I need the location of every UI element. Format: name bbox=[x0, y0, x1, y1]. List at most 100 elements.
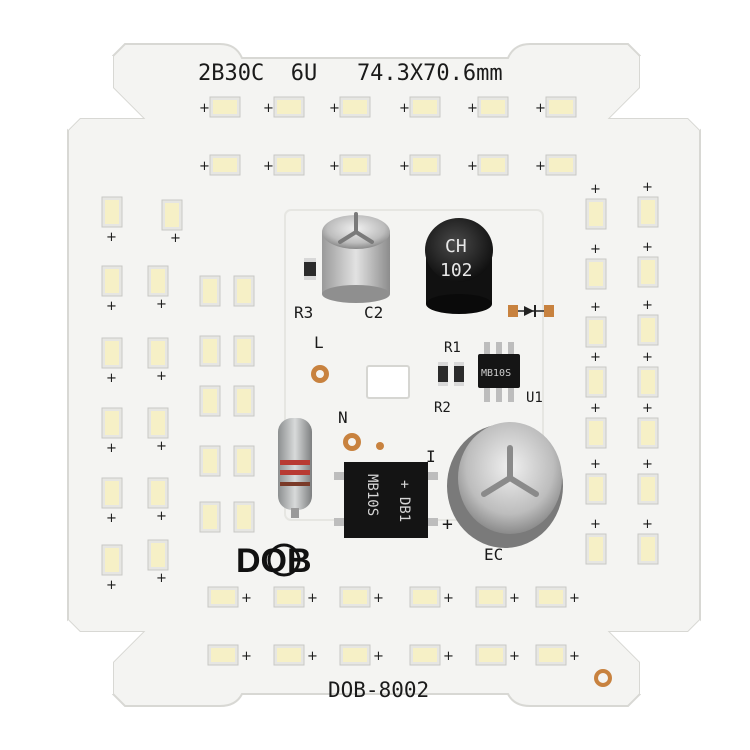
led-chip: + bbox=[339, 586, 384, 608]
led-polarity-mark: + bbox=[399, 159, 410, 174]
r3-resistor bbox=[304, 258, 316, 280]
led-chip: + bbox=[329, 96, 371, 118]
u1-chip-text: MB10S bbox=[481, 368, 511, 379]
led-chip: + bbox=[399, 96, 441, 118]
led-polarity-mark: + bbox=[590, 517, 601, 532]
c2-label: C2 bbox=[364, 303, 383, 322]
led-polarity-mark: + bbox=[263, 159, 274, 174]
led-polarity-mark: + bbox=[590, 242, 601, 257]
led-polarity-mark: + bbox=[509, 649, 520, 664]
choke-inductor: CH 102 bbox=[425, 218, 493, 314]
led-polarity-mark: + bbox=[307, 649, 318, 664]
led-polarity-mark: + bbox=[156, 571, 167, 586]
choke-line1: CH bbox=[445, 236, 467, 257]
led-polarity-mark: + bbox=[241, 649, 252, 664]
led-polarity-mark: + bbox=[373, 591, 384, 606]
led-chip: + bbox=[475, 644, 520, 666]
led-chip: + bbox=[467, 154, 509, 176]
led-polarity-mark: + bbox=[569, 591, 580, 606]
notch-bottom-right bbox=[610, 620, 700, 694]
led-chip: + bbox=[637, 180, 659, 228]
led-polarity-mark: + bbox=[535, 101, 546, 116]
led-chip: + bbox=[339, 644, 384, 666]
led-chip: + bbox=[147, 477, 169, 524]
led-chip: + bbox=[535, 96, 577, 118]
led-chip bbox=[199, 501, 221, 533]
led-chip: + bbox=[535, 586, 580, 608]
led-chip: + bbox=[409, 644, 454, 666]
r2-label: R2 bbox=[434, 400, 451, 416]
led-chip bbox=[233, 335, 255, 367]
board-cutout bbox=[366, 365, 410, 399]
led-chip: + bbox=[273, 586, 318, 608]
led-chip: + bbox=[637, 457, 659, 505]
fuse-resistor bbox=[278, 418, 312, 518]
led-chip: + bbox=[101, 337, 123, 386]
led-polarity-mark: + bbox=[642, 350, 653, 365]
led-chip: + bbox=[263, 154, 305, 176]
led-polarity-mark: + bbox=[156, 297, 167, 312]
led-polarity-mark: + bbox=[106, 511, 117, 526]
led-polarity-mark: + bbox=[467, 159, 478, 174]
led-chip: + bbox=[101, 544, 123, 593]
led-chip: + bbox=[263, 96, 305, 118]
led-chip: + bbox=[585, 401, 607, 449]
led-polarity-mark: + bbox=[443, 649, 454, 664]
led-chip bbox=[199, 385, 221, 417]
led-chip: + bbox=[207, 586, 252, 608]
led-chip bbox=[199, 275, 221, 307]
led-polarity-mark: + bbox=[443, 591, 454, 606]
led-chip: + bbox=[207, 644, 252, 666]
led-polarity-mark: + bbox=[241, 591, 252, 606]
notch-bottom-left bbox=[68, 620, 143, 694]
dob-logo: DOB bbox=[236, 542, 312, 580]
led-chip: + bbox=[199, 154, 241, 176]
db1-plus: + bbox=[442, 514, 453, 535]
led-polarity-mark: + bbox=[329, 101, 340, 116]
led-polarity-mark: + bbox=[642, 517, 653, 532]
led-polarity-mark: + bbox=[590, 457, 601, 472]
led-chip: + bbox=[147, 539, 169, 586]
l-label: L bbox=[314, 333, 324, 352]
n-via bbox=[376, 442, 384, 450]
led-chip bbox=[233, 385, 255, 417]
led-polarity-mark: + bbox=[329, 159, 340, 174]
led-polarity-mark: + bbox=[590, 300, 601, 315]
r3-label: R3 bbox=[294, 303, 313, 322]
led-array: + + + + + + + + + + + + + + + + + + + + + + + + + + + + + + + + + + + + + + + +… bbox=[101, 96, 659, 666]
led-chip: + bbox=[585, 457, 607, 505]
led-chip: + bbox=[637, 298, 659, 346]
led-polarity-mark: + bbox=[263, 101, 274, 116]
led-polarity-mark: + bbox=[106, 230, 117, 245]
led-polarity-mark: + bbox=[590, 401, 601, 416]
notch-top-left bbox=[68, 56, 143, 130]
led-chip bbox=[199, 445, 221, 477]
u1-ic: MB10S bbox=[478, 342, 520, 402]
db1-bridge: + DB1 MB10S bbox=[334, 462, 438, 538]
led-polarity-mark: + bbox=[199, 101, 210, 116]
led-chip: + bbox=[637, 401, 659, 449]
led-chip: + bbox=[101, 265, 123, 314]
led-chip: + bbox=[147, 265, 169, 312]
led-polarity-mark: + bbox=[106, 441, 117, 456]
led-polarity-mark: + bbox=[373, 649, 384, 664]
led-chip: + bbox=[199, 96, 241, 118]
led-chip: + bbox=[637, 240, 659, 288]
i-mark: I bbox=[426, 447, 436, 466]
spec-label: 2B30C 6U 74.3X70.6mm bbox=[198, 61, 503, 86]
ec-label: EC bbox=[484, 545, 503, 564]
led-chip: + bbox=[101, 196, 123, 245]
led-chip: + bbox=[147, 337, 169, 384]
led-chip: + bbox=[535, 154, 577, 176]
led-chip: + bbox=[585, 517, 607, 565]
n-label: N bbox=[338, 408, 348, 427]
led-polarity-mark: + bbox=[535, 159, 546, 174]
led-polarity-mark: + bbox=[569, 649, 580, 664]
db1-line1: + DB1 bbox=[396, 480, 412, 522]
led-polarity-mark: + bbox=[642, 457, 653, 472]
led-chip: + bbox=[475, 586, 520, 608]
led-polarity-mark: + bbox=[642, 240, 653, 255]
led-chip: + bbox=[637, 517, 659, 565]
led-chip: + bbox=[161, 199, 183, 246]
logo-plus-ring bbox=[267, 543, 301, 577]
